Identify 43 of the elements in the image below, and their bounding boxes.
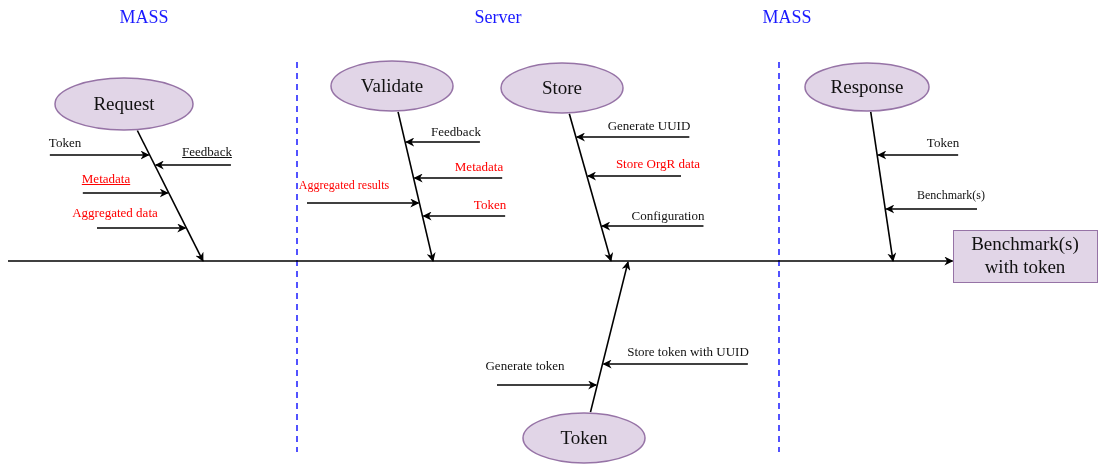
node-label: Token (560, 426, 608, 450)
arrow-label: Metadata (81, 171, 131, 187)
arrow (587, 171, 682, 181)
node-label: Benchmark(s) with token (970, 233, 1080, 279)
arrow (589, 261, 631, 413)
arrow-label: Configuration (631, 208, 705, 224)
category-ellipse (54, 77, 194, 131)
node-label: Response (830, 75, 904, 99)
arrow (82, 188, 169, 198)
arrow (602, 359, 749, 369)
arrow (96, 223, 187, 233)
arrow (869, 111, 897, 262)
arrow (49, 150, 150, 160)
arrow (413, 173, 503, 183)
arrow (405, 137, 481, 147)
arrow (397, 111, 436, 262)
arrow-label: Store OrgR data (615, 156, 701, 172)
arrow (496, 380, 598, 390)
arrow (154, 160, 232, 170)
node-label: Validate (360, 74, 424, 98)
arrow (568, 113, 614, 262)
section-header: Server (474, 6, 522, 28)
result-box (952, 229, 1098, 283)
arrow (601, 221, 705, 231)
category-ellipse (804, 62, 930, 112)
arrow (885, 204, 978, 214)
arrow-label: Aggregated data (72, 205, 158, 221)
arrow (576, 132, 691, 142)
arrow (306, 198, 420, 208)
arrow-label: Feedback (182, 144, 232, 160)
category-ellipse (500, 62, 624, 114)
arrow-label: Benchmark(s) (917, 189, 985, 203)
section-header: MASS (119, 6, 169, 28)
node-label: Store (541, 76, 583, 100)
arrow (136, 129, 204, 262)
arrow (422, 211, 506, 221)
category-ellipse (522, 412, 646, 464)
arrow (7, 256, 954, 266)
arrow-label: Aggregated results (298, 179, 390, 193)
category-ellipse (330, 60, 454, 112)
section-header: MASS (762, 6, 812, 28)
arrow (877, 150, 959, 160)
node-label: Request (93, 92, 155, 116)
